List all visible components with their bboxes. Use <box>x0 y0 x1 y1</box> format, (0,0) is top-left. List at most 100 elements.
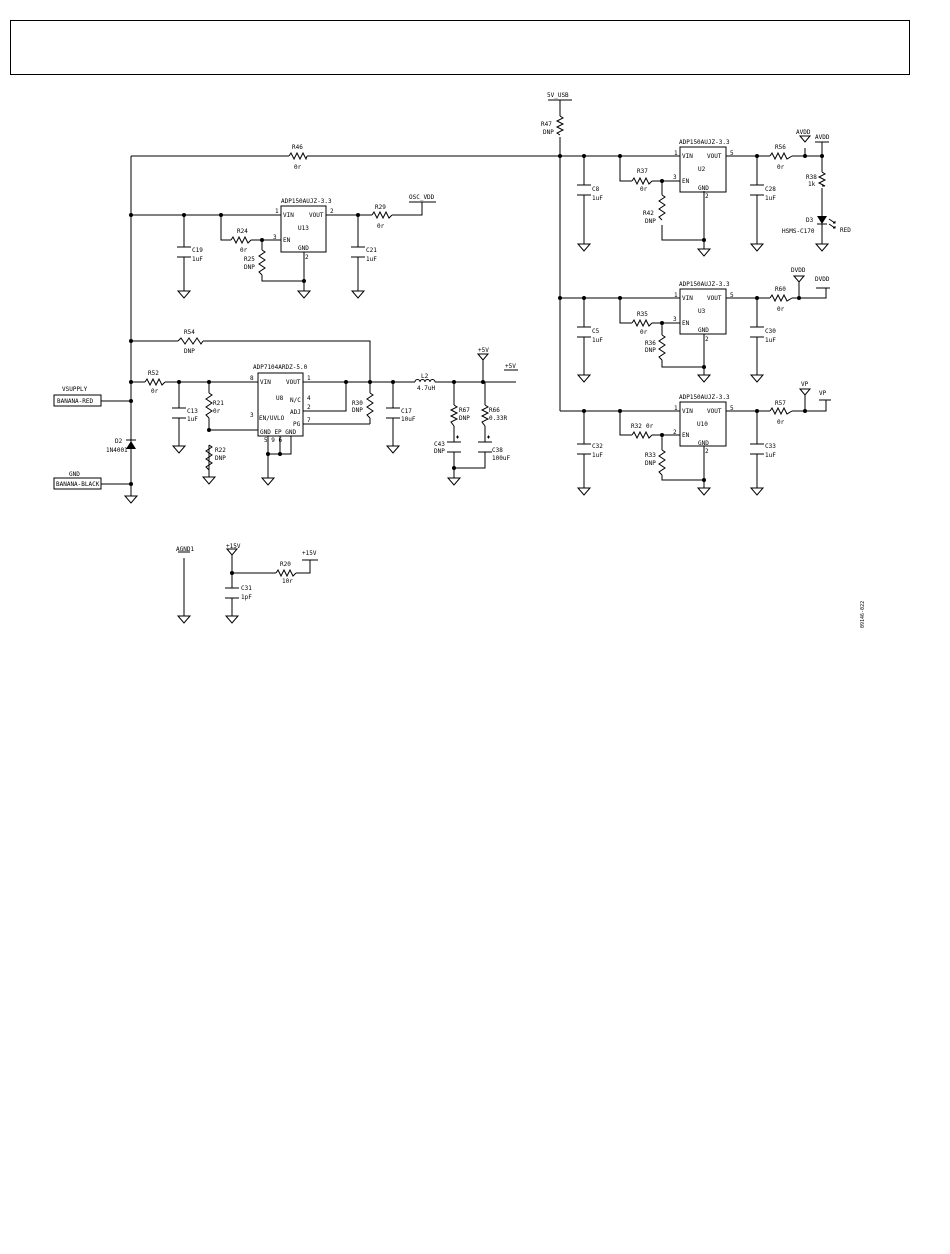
label-r66: R66 <box>489 407 500 414</box>
value-d2: 1N4001 <box>106 447 128 454</box>
pin-num: 1 <box>674 292 678 299</box>
resistor-r36 <box>658 334 666 361</box>
label-r57: R57 <box>775 400 786 407</box>
net-agnd1: AGND1 <box>176 546 194 553</box>
ref-u2: U2 <box>698 166 706 173</box>
label-r35: R35 <box>637 311 648 318</box>
pin-en: EN <box>682 432 690 439</box>
value-r38: 1k <box>808 181 816 188</box>
part-u8: ADP7104ARDZ-5.0 <box>253 364 308 371</box>
pin-vin: VIN <box>260 379 271 386</box>
pin-gnd: GND <box>698 185 709 192</box>
capacitor-c13 <box>172 407 186 419</box>
pin-nums-bottom: 5 9 6 <box>264 437 282 444</box>
value-c17: 10uF <box>401 416 416 423</box>
capacitors <box>172 184 764 599</box>
schematic-labels: R46 0r 5V_USB R47 DNP ADP150AUJZ-3.3 VIN… <box>56 92 866 628</box>
ref-u8: U8 <box>276 395 284 402</box>
pin-num: 2 <box>307 404 311 411</box>
label-r47: R47 <box>541 121 552 128</box>
capacitor-c30 <box>750 326 764 338</box>
value-r54: DNP <box>184 348 195 355</box>
label-c30: C30 <box>765 328 776 335</box>
label-c19: C19 <box>192 247 203 254</box>
pin-num: 8 <box>250 375 254 382</box>
pin-num: 2 <box>673 429 677 436</box>
pin-gnd: GND <box>698 327 709 334</box>
net-gnd: GND <box>69 471 80 478</box>
pin-nc: N/C <box>290 397 301 404</box>
resistor-r35 <box>631 318 653 328</box>
label-r20: R20 <box>280 561 291 568</box>
resistor-r52 <box>144 377 166 387</box>
resistor-r47 <box>555 115 565 136</box>
label-c43: C43 <box>434 441 445 448</box>
value-r37: 0r <box>640 186 648 193</box>
ref-u10: U10 <box>697 421 708 428</box>
pin-num: 2 <box>705 193 709 200</box>
label-r42: R42 <box>643 210 654 217</box>
value-r52: 0r <box>151 388 159 395</box>
label-c13: C13 <box>187 408 198 415</box>
label-d3: D3 <box>806 217 814 224</box>
capacitor-c33 <box>750 443 764 455</box>
title-block-frame <box>10 20 910 75</box>
value-c8: 1uF <box>592 195 603 202</box>
pin-en: EN <box>682 320 690 327</box>
label-c21: C21 <box>366 247 377 254</box>
pin-gnd: GND <box>298 245 309 252</box>
resistor-r29 <box>371 210 393 220</box>
value-c21: 1uF <box>366 256 377 263</box>
value-r42: DNP <box>645 218 656 225</box>
wires <box>101 100 827 616</box>
pin-num: 2 <box>305 254 309 261</box>
label-c17: C17 <box>401 408 412 415</box>
inductor-l2 <box>414 379 436 383</box>
part-u10: ADP150AUJZ-3.3 <box>679 394 730 401</box>
capacitor-c32 <box>577 443 591 455</box>
value-r35: 0r <box>640 329 648 336</box>
resistor-r57 <box>769 406 793 416</box>
resistor-r25 <box>258 249 266 276</box>
resistor-r66 <box>480 404 490 427</box>
value-c5: 1uF <box>592 337 603 344</box>
ic-u8 <box>257 372 304 437</box>
capacitor-c38 <box>478 441 492 453</box>
pin-num: 2 <box>705 336 709 343</box>
resistor-r38 <box>817 171 827 187</box>
value-r25: DNP <box>244 264 255 271</box>
resistor-r30 <box>366 392 374 419</box>
ic-u10 <box>679 401 727 447</box>
label-r33: R33 <box>645 452 656 459</box>
pin-num: 3 <box>673 316 677 323</box>
pin-vout: VOUT <box>707 153 722 160</box>
diode-d2 <box>126 439 136 449</box>
value-c19: 1uF <box>192 256 203 263</box>
capacitor-c19 <box>177 246 191 258</box>
resistor-r22 <box>205 444 213 477</box>
value-r33: DNP <box>645 460 656 467</box>
label-r67: R67 <box>459 407 470 414</box>
net-dvdd-flag: DVDD <box>791 267 806 274</box>
label-c8: C8 <box>592 186 600 193</box>
net-vp-flag: VP <box>801 381 809 388</box>
pin-num: 5 <box>730 292 734 299</box>
label-c31: C31 <box>241 585 252 592</box>
part-u13: ADP150AUJZ-3.3 <box>281 198 332 205</box>
figure-id: 09146-022 <box>860 601 866 628</box>
pin-en: EN <box>283 237 291 244</box>
pin-vout: VOUT <box>286 379 301 386</box>
value-r60: 0r <box>777 306 785 313</box>
ic-u13 <box>280 205 327 253</box>
label-r60: R60 <box>775 286 786 293</box>
value-r46: 0r <box>294 164 302 171</box>
value-r22: DNP <box>215 455 226 462</box>
capacitor-c8 <box>577 184 591 196</box>
pin-gnd: GND <box>698 440 709 447</box>
label-red: RED <box>840 227 851 234</box>
value-r47: DNP <box>543 129 554 136</box>
label-r32-right: R32 <box>631 423 642 430</box>
label-r46: R46 <box>292 144 303 151</box>
pin-vout: VOUT <box>707 295 722 302</box>
pin-vout: VOUT <box>707 408 722 415</box>
